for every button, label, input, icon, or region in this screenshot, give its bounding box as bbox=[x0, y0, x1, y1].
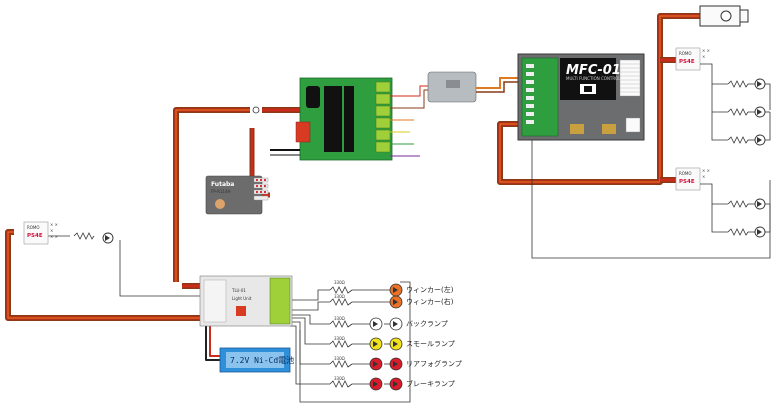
lamp-label-winker-right: ウィンカー(右) bbox=[406, 297, 454, 306]
svg-text:330Ω: 330Ω bbox=[334, 294, 345, 299]
lamp-label-winker-left: ウィンカー(左) bbox=[406, 285, 454, 294]
mfc-controller: MFC-01 MULTI FUNCTION CONTROL UNIT bbox=[517, 53, 645, 141]
ps-board-left: ROMO PS4E × × × × × bbox=[23, 221, 58, 245]
svg-text:PS4E: PS4E bbox=[679, 179, 695, 185]
signal-wires bbox=[36, 130, 771, 403]
svg-text:330Ω: 330Ω bbox=[334, 376, 345, 381]
svg-text:330Ω: 330Ω bbox=[334, 356, 345, 361]
light-unit-label-2: Light Unit bbox=[232, 296, 252, 301]
lamp-label-brake: ブレーキランプ bbox=[406, 379, 455, 388]
left-led bbox=[73, 232, 114, 244]
mfc-title: MFC-01 bbox=[566, 63, 621, 78]
lamp-chain: 330Ω 330Ω 330Ω 330Ω 330Ω 330Ω ウィンカー(左) ウ… bbox=[329, 280, 462, 391]
battery: 7.2V Ni-Cd電池 bbox=[219, 347, 294, 373]
svg-text:330Ω: 330Ω bbox=[334, 280, 345, 285]
ps-board-left-code: PS4E bbox=[27, 233, 43, 239]
svg-text:×: × bbox=[702, 174, 705, 179]
ps-board-left-brand: ROMO bbox=[27, 225, 40, 230]
svg-text:330Ω: 330Ω bbox=[334, 316, 345, 321]
main-harness bbox=[5, 13, 700, 361]
svg-text:× ×: × × bbox=[50, 222, 58, 227]
receiver-model: FP-R114H bbox=[211, 189, 231, 194]
right-resistors bbox=[727, 80, 749, 236]
ps-board-right-bottom: ROMO PS4E × × × bbox=[675, 167, 710, 191]
light-unit-label-1: TLU-01 bbox=[231, 288, 246, 293]
svg-text:330Ω: 330Ω bbox=[334, 336, 345, 341]
lamp-label-small: スモールランプ bbox=[406, 340, 455, 348]
svg-text:ROMO: ROMO bbox=[679, 171, 692, 176]
svg-text:ROMO: ROMO bbox=[679, 51, 692, 56]
right-led-chains bbox=[700, 63, 771, 233]
svg-text:× ×: × × bbox=[702, 48, 710, 53]
battery-label: 7.2V Ni-Cd電池 bbox=[230, 355, 294, 365]
receiver-brand: Futaba bbox=[211, 181, 234, 188]
svg-text:×: × bbox=[50, 228, 53, 233]
mfc-subtitle: MULTI FUNCTION CONTROL UNIT bbox=[566, 76, 632, 81]
right-leds bbox=[754, 78, 766, 238]
lamp-label-back: バックランプ bbox=[406, 320, 448, 328]
servo-icon bbox=[699, 5, 749, 27]
lamp-label-rear-fog: リアフォグランプ bbox=[406, 359, 462, 368]
svg-text:× ×: × × bbox=[50, 234, 58, 239]
ps-board-right-top: ROMO PS4E × × × bbox=[675, 47, 710, 71]
driver-board bbox=[252, 77, 430, 161]
svg-text:PS4E: PS4E bbox=[679, 59, 695, 65]
svg-text:×: × bbox=[702, 54, 705, 59]
svg-text:× ×: × × bbox=[702, 168, 710, 173]
light-unit: TLU-01 Light Unit bbox=[199, 275, 293, 327]
receiver: Futaba FP-R114H bbox=[205, 175, 269, 215]
right-led-symbols bbox=[757, 81, 762, 235]
signal-connector bbox=[427, 71, 520, 103]
